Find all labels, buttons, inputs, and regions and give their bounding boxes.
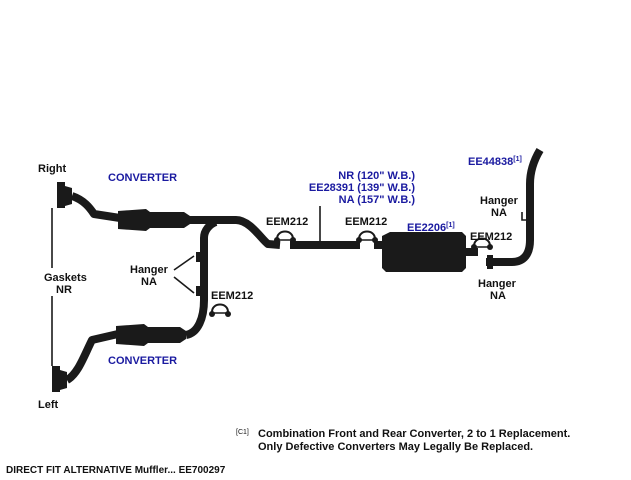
left-hanger-leader-2 xyxy=(173,276,195,294)
label-gaskets-2: NR xyxy=(56,284,72,296)
label-left: Left xyxy=(38,399,59,411)
left-flange xyxy=(52,366,67,392)
label-hanger-bottom-2: NA xyxy=(490,290,506,302)
label-muffler-part: EE2206[1] xyxy=(407,222,455,234)
caption: DIRECT FIT ALTERNATIVE Muffler... EE7002… xyxy=(6,465,226,476)
footnote-marker: [C1] xyxy=(236,429,249,436)
top-converter xyxy=(118,209,190,231)
tailpipe xyxy=(486,147,544,266)
clamp-left xyxy=(209,303,231,317)
label-right: Right xyxy=(38,163,66,175)
label-tailpipe-part: EE44838[1] xyxy=(468,156,522,168)
tailpipe-hanger-top xyxy=(521,212,526,221)
label-clamp-right: EEM212 xyxy=(470,231,512,243)
footnote-line-1: Combination Front and Rear Converter, 2 … xyxy=(258,428,570,440)
label-hanger-bottom-1: Hanger xyxy=(478,278,517,290)
right-downpipe xyxy=(70,192,121,222)
top-crossover-pipe xyxy=(190,216,281,249)
label-clamp-mid-1: EEM212 xyxy=(266,216,308,228)
label-converter-bottom: CONVERTER xyxy=(108,355,177,367)
left-hanger-bracket-2 xyxy=(196,286,202,296)
label-pipe-ee: EE28391 (139" W.B.) xyxy=(309,182,415,194)
bottom-riser-pipe xyxy=(184,218,218,339)
muffler xyxy=(382,232,466,272)
label-gaskets-1: Gaskets xyxy=(44,272,87,284)
label-pipe-na: NA (157" W.B.) xyxy=(339,194,416,206)
left-downpipe xyxy=(64,330,119,384)
label-clamp-left: EEM212 xyxy=(211,290,253,302)
label-hanger-left-2: NA xyxy=(141,276,157,288)
label-pipe-nr: NR (120" W.B.) xyxy=(338,170,415,182)
label-clamp-mid-2: EEM212 xyxy=(345,216,387,228)
left-hanger-leader-1 xyxy=(173,255,195,271)
left-hanger-bracket-1 xyxy=(196,252,202,262)
bottom-converter xyxy=(116,324,186,346)
clamp-mid-2 xyxy=(356,230,378,243)
clamp-mid-1 xyxy=(274,230,296,243)
clamp-right xyxy=(471,237,493,250)
label-hanger-top-1: Hanger xyxy=(480,195,519,207)
footnote-line-2: Only Defective Converters May Legally Be… xyxy=(258,441,533,453)
tailpipe-hanger-bottom xyxy=(487,255,493,269)
label-hanger-left-1: Hanger xyxy=(130,264,169,276)
label-hanger-top-2: NA xyxy=(491,207,507,219)
right-flange xyxy=(57,182,72,208)
label-converter-top: CONVERTER xyxy=(108,172,177,184)
